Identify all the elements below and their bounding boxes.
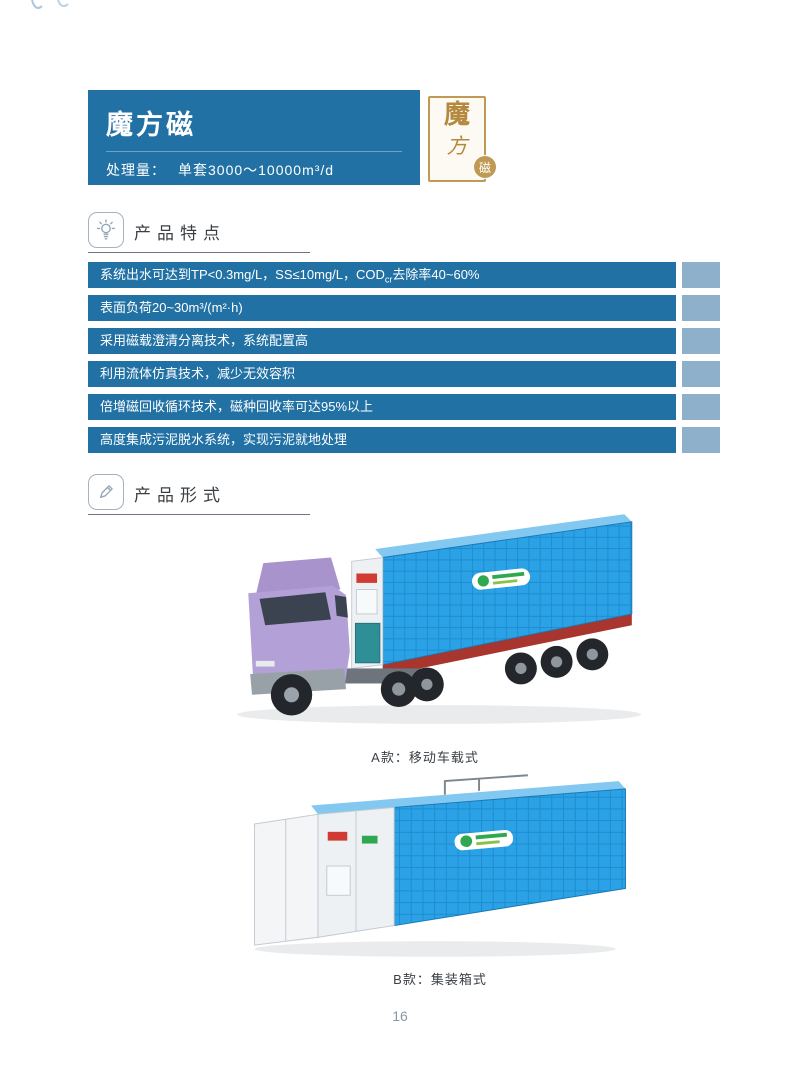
pencil-icon	[88, 474, 124, 510]
feature-text: 采用磁载澄清分离技术，系统配置高	[100, 333, 309, 348]
brand-logo	[472, 568, 531, 590]
header-banner: 魔方磁 处理量： 单套3000～10000m³/d	[88, 90, 420, 185]
section-title-features: 产品特点	[134, 224, 226, 243]
lightbulb-icon	[88, 212, 124, 248]
figure-container: B款：集装箱式	[235, 772, 645, 988]
feature-bar-text: 倍增磁回收循环技术，磁种回收率可达95%以上	[88, 394, 676, 420]
feature-text: 表面负荷20~30m³/(m²·h)	[100, 300, 243, 315]
section-underline	[88, 514, 310, 515]
page-title: 魔方磁	[106, 110, 196, 140]
feature-bar: 采用磁载澄清分离技术，系统配置高	[88, 328, 720, 354]
feature-bar-tail	[682, 295, 720, 321]
feature-bar: 利用流体仿真技术，减少无效容积	[88, 361, 720, 387]
feature-bar: 系统出水可达到TP<0.3mg/L，SS≤10mg/L，CODcr去除率40~6…	[88, 262, 720, 288]
section-underline	[88, 252, 310, 253]
feature-text-sub: cr	[384, 274, 393, 285]
figure-caption-a: A款：移动车载式	[371, 750, 479, 765]
seal-frame: 魔 方	[428, 96, 486, 182]
section-title-forms: 产品形式	[134, 486, 226, 505]
feature-bar-tail	[682, 328, 720, 354]
feature-bar: 表面负荷20~30m³/(m²·h)	[88, 295, 720, 321]
seal-badge: 磁	[474, 156, 496, 178]
page-number: 16	[392, 1008, 408, 1024]
feature-bar-text: 利用流体仿真技术，减少无效容积	[88, 361, 676, 387]
figure-truck-mounted: A款：移动车载式	[180, 503, 670, 766]
truck-illustration	[237, 514, 642, 724]
banner-divider	[106, 151, 402, 152]
feature-text: 倍增磁回收循环技术，磁种回收率可达95%以上	[100, 399, 374, 414]
brand-seal-logo: 魔 方 磁	[428, 96, 496, 182]
feature-bar-tail	[682, 394, 720, 420]
feature-bar-text: 表面负荷20~30m³/(m²·h)	[88, 295, 676, 321]
feature-text: 高度集成污泥脱水系统，实现污泥就地处理	[100, 432, 348, 447]
feature-bar-tail	[682, 427, 720, 453]
feature-bar-text: 系统出水可达到TP<0.3mg/L，SS≤10mg/L，CODcr去除率40~6…	[88, 262, 676, 288]
capacity-value: 单套3000～10000m³/d	[178, 162, 335, 178]
corner-decoration	[31, 0, 69, 9]
seal-char-top: 魔	[443, 100, 470, 129]
feature-text: 去除率40~60%	[392, 267, 480, 282]
feature-bar-tail	[682, 262, 720, 288]
capacity-label: 处理量：	[106, 162, 166, 178]
seal-char-mid: 方	[446, 134, 468, 159]
container-illustration	[254, 774, 626, 957]
feature-bar-text: 高度集成污泥脱水系统，实现污泥就地处理	[88, 427, 676, 453]
brand-logo	[454, 829, 514, 851]
feature-bar: 倍增磁回收循环技术，磁种回收率可达95%以上	[88, 394, 720, 420]
figure-caption-b: B款：集装箱式	[393, 972, 487, 987]
feature-text: 利用流体仿真技术，减少无效容积	[100, 366, 296, 381]
capacity-line: 处理量： 单套3000～10000m³/d	[106, 160, 402, 180]
feature-bar-tail	[682, 361, 720, 387]
feature-text: 系统出水可达到TP<0.3mg/L，SS≤10mg/L，COD	[100, 267, 385, 282]
feature-bar-text: 采用磁载澄清分离技术，系统配置高	[88, 328, 676, 354]
feature-list: 系统出水可达到TP<0.3mg/L，SS≤10mg/L，CODcr去除率40~6…	[88, 262, 720, 460]
feature-bar: 高度集成污泥脱水系统，实现污泥就地处理	[88, 427, 720, 453]
